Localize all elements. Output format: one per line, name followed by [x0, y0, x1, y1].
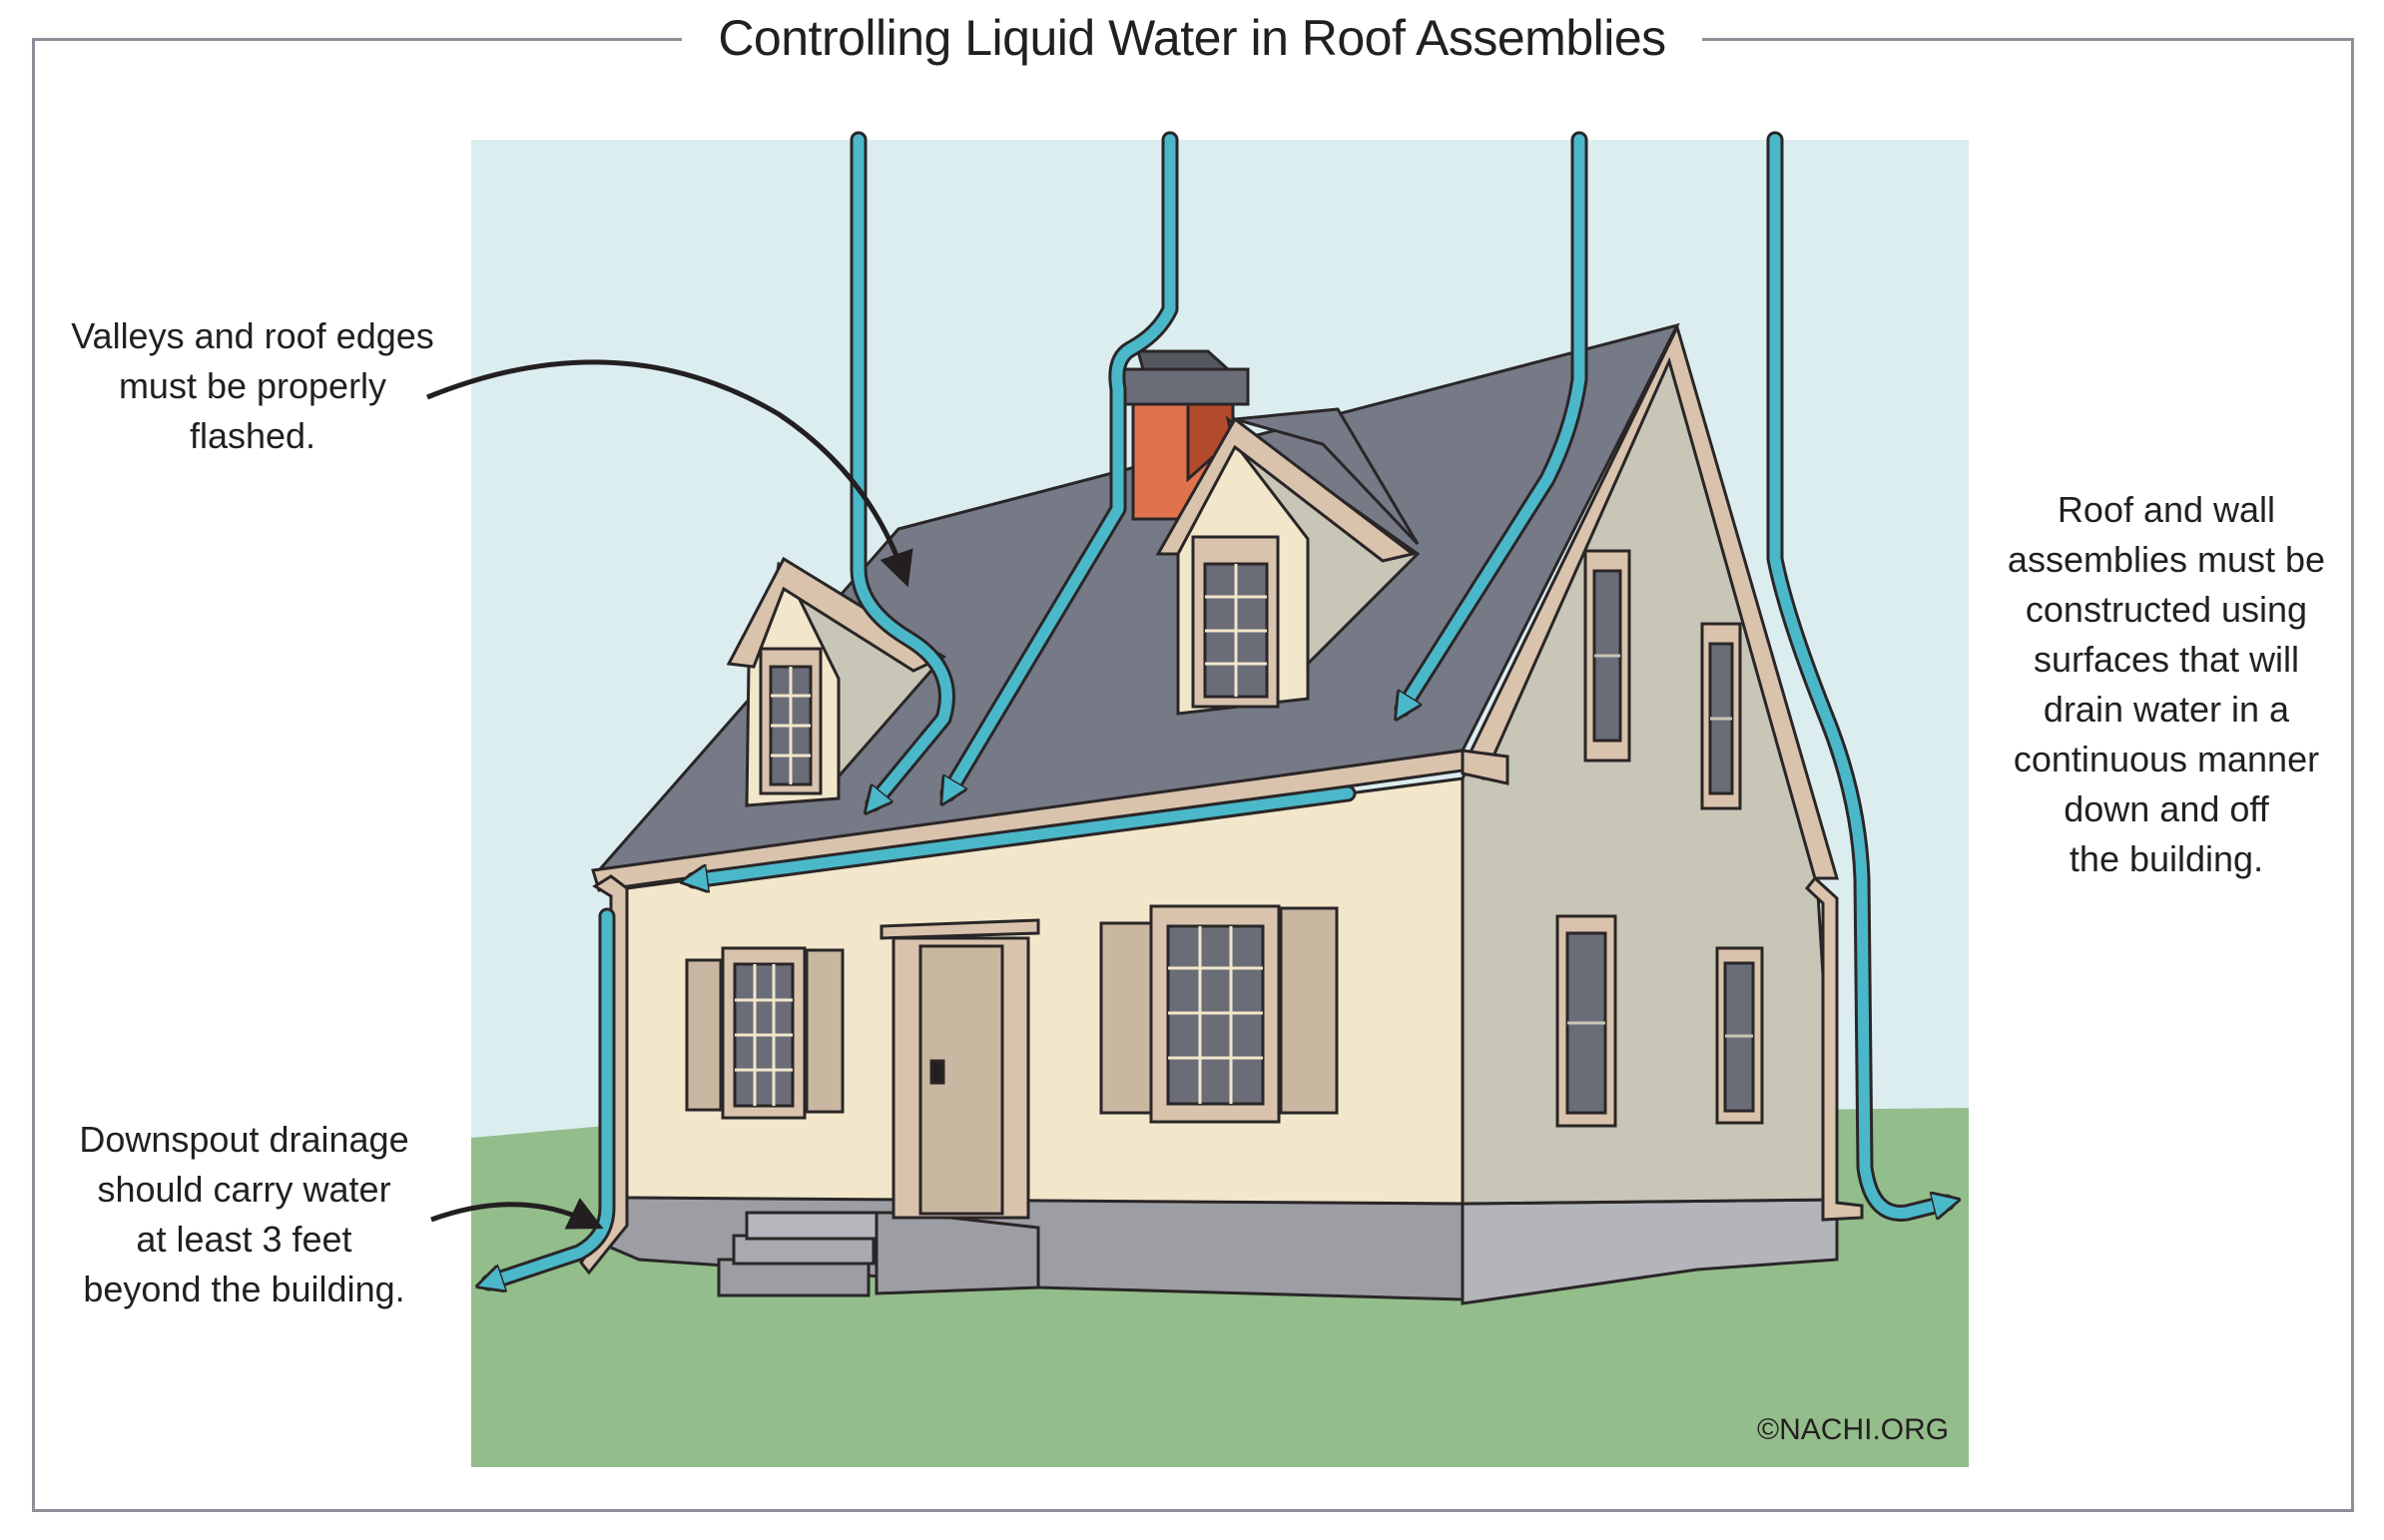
water-flow	[489, 131, 1947, 1283]
front-door	[880, 918, 1040, 1220]
callout-assemblies: Roof and wall assemblies must be constru…	[2007, 489, 2326, 879]
front-window-left	[685, 946, 845, 1120]
page-title: Controlling Liquid Water in Roof Assembl…	[682, 0, 1702, 80]
front-window-right	[1099, 904, 1339, 1124]
callout-valleys: Valleys and roof edges must be properly …	[71, 315, 434, 456]
eave-return	[1461, 749, 1509, 785]
front-steps	[717, 1211, 1040, 1297]
callout-arrows	[426, 359, 913, 1230]
dormer-left	[726, 556, 947, 807]
title-bar: Controlling Liquid Water in Roof Assembl…	[0, 0, 2384, 80]
valleys-pointer	[426, 359, 913, 588]
side-windows	[1555, 549, 1764, 1128]
callout-downspout: Downspout drainage should carry water at…	[79, 1119, 409, 1309]
downspout-pointer	[430, 1198, 604, 1230]
dormer-right	[1155, 407, 1421, 716]
copyright-credit: ©NACHI.ORG	[1757, 1413, 1950, 1446]
